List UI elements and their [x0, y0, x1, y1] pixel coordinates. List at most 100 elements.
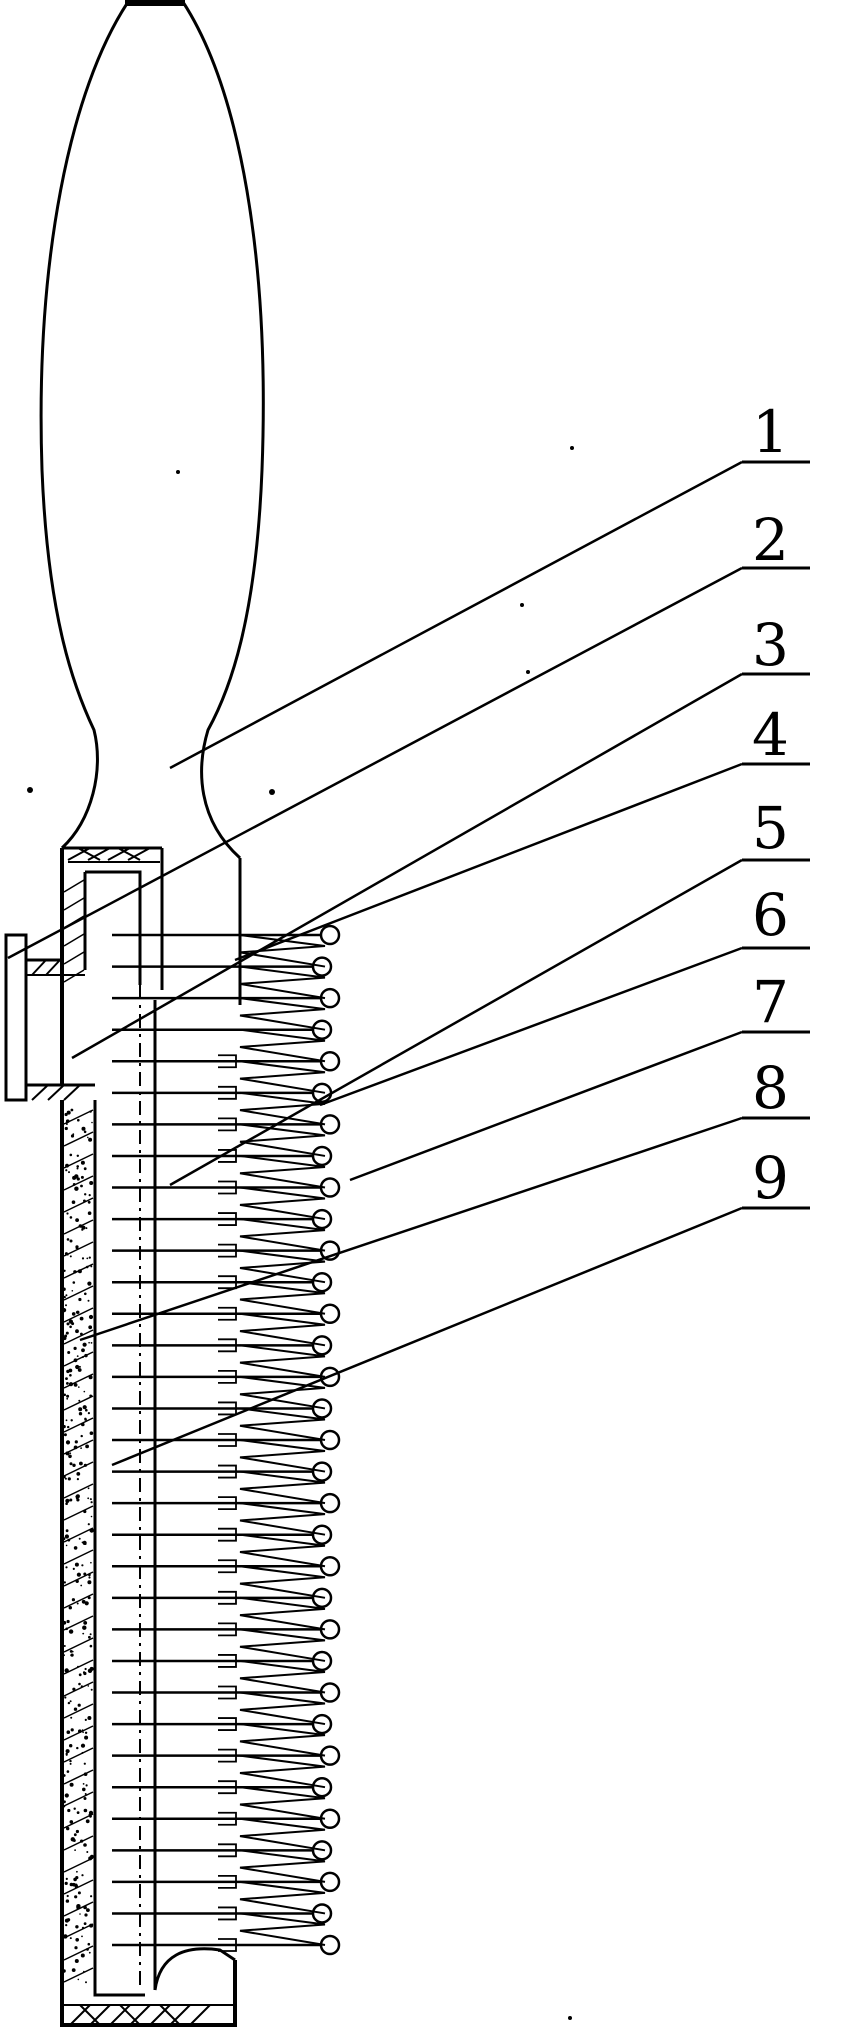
speckle-dot [86, 1851, 89, 1853]
speckle-dot [88, 1810, 94, 1815]
hatch-stroke [63, 1307, 94, 1323]
speckle-dot [76, 1165, 79, 1168]
speckle-dot [76, 1811, 80, 1814]
hatch-stroke [63, 1725, 94, 1741]
speckle-dot [69, 1937, 72, 1940]
speckle-dot [83, 1970, 85, 1973]
speckle-dot [63, 1805, 66, 1808]
spring-zigzag [239, 1439, 326, 1473]
spring-zigzag [239, 1565, 326, 1599]
speckle-dot [67, 1351, 71, 1354]
speckle-dot [80, 1160, 85, 1165]
speckle-dot [76, 1904, 81, 1909]
speckle-dot [87, 1685, 90, 1687]
callout-leader-8 [79, 1116, 743, 1342]
hatch-stroke [63, 1285, 94, 1301]
speckle-dot [82, 1625, 87, 1630]
speckle-dot [75, 1311, 78, 1314]
speckle-dot [85, 1227, 88, 1230]
speckle-dot [66, 1826, 70, 1831]
bristle-tip [311, 1840, 333, 1861]
speckle-dot [63, 1645, 66, 1647]
speckle-dot [63, 1433, 67, 1437]
speckle-dot [88, 1576, 91, 1579]
speckle-dot [80, 1184, 83, 1188]
spring-zigzag [239, 1849, 326, 1883]
tooth-collar [218, 1527, 237, 1542]
speckle-dot [66, 1394, 70, 1398]
speckle-dot [70, 1134, 75, 1138]
side-valve [4, 933, 95, 1102]
bristle-tip [319, 1871, 341, 1893]
speckle-dot [74, 1174, 79, 1179]
speckle-dot [82, 1632, 85, 1635]
speckle-dot [70, 1419, 73, 1422]
tooth-collar [218, 1685, 237, 1700]
speckle-dot [67, 1538, 71, 1542]
speckle-dot [66, 1770, 70, 1773]
speckle-dot [79, 1913, 81, 1915]
speckle-dot [65, 1440, 71, 1445]
callout-leader-5 [169, 858, 743, 1187]
speckle-dot [69, 1255, 72, 1258]
speckle-dot [85, 1819, 90, 1824]
speckle-dot [87, 1136, 89, 1139]
speckle-dot [83, 1130, 87, 1134]
callout-leader-1 [169, 460, 743, 770]
speckle-dot [83, 1509, 87, 1514]
callout-2: 2 [752, 506, 789, 574]
speckle-dot [75, 1329, 79, 1334]
speckle-dot [66, 1212, 69, 1215]
speckle-dot [74, 1849, 76, 1851]
speckle-dot [65, 1451, 70, 1456]
hatch-stroke [63, 1923, 94, 1939]
hatch-stroke [63, 1131, 94, 1147]
spring-zigzag [239, 1154, 326, 1189]
speckle-dot [82, 1731, 84, 1734]
speckle-dot [64, 1918, 69, 1923]
speckle-dot [62, 1287, 66, 1291]
speckle-dot [74, 1440, 78, 1444]
tooth-collar [218, 1717, 237, 1731]
spring-zigzag [239, 1912, 326, 1946]
speckle-dot [73, 1358, 78, 1363]
speckle-dot [86, 1257, 89, 1260]
speckle-dot [64, 1112, 68, 1117]
speckle-dot [66, 1110, 71, 1115]
speckle-dot [69, 1759, 72, 1763]
speckle-dot [87, 1716, 92, 1720]
spring-zigzag [239, 1249, 326, 1284]
tooth-collar [218, 1275, 237, 1290]
speckle-dot [69, 1452, 72, 1454]
speckle-dot [90, 1501, 93, 1504]
speckle-dot [87, 1497, 90, 1500]
hatch-stroke [63, 933, 85, 947]
speckle-dot [77, 1665, 79, 1668]
bristle-tip [311, 1650, 333, 1672]
speckle-dot [89, 1431, 94, 1435]
tooth-collar [218, 1054, 237, 1069]
stray-dot [176, 470, 180, 474]
speckle-dot [69, 1216, 73, 1219]
hatch-stroke [63, 1395, 94, 1411]
speckle-dot [87, 1487, 90, 1490]
speckle-dot [73, 1833, 77, 1837]
speckle-dot [65, 1752, 68, 1756]
speckle-dot [75, 1579, 79, 1584]
bristle-tip [311, 1398, 333, 1419]
hatch-stroke [63, 1813, 94, 1829]
bristle-tip [311, 1271, 333, 1293]
speckle-dot [78, 1682, 81, 1686]
hatch-stroke [63, 897, 85, 911]
hatch-stroke [63, 1417, 94, 1433]
speckle-dot [78, 1673, 82, 1677]
speckle-dot [88, 1856, 93, 1861]
speckle-dot [84, 1913, 88, 1917]
spring-zigzag [239, 1817, 326, 1852]
speckle-dot [88, 1325, 93, 1330]
speckle-dot [65, 1627, 68, 1631]
speckle-dot [69, 1744, 73, 1748]
speckle-dot [73, 1346, 77, 1350]
speckle-dot [83, 1808, 88, 1813]
speckle-dot [69, 1700, 72, 1703]
